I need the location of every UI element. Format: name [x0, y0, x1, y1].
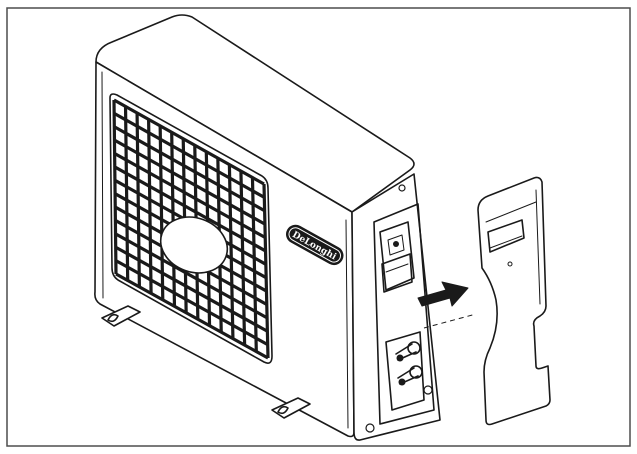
grille-vertical-bar — [158, 125, 165, 300]
mounting-foot-left — [101, 305, 141, 327]
bottom-screw — [365, 423, 375, 433]
grille-horizontal-bar — [114, 232, 268, 320]
diagram-border — [6, 7, 631, 447]
grille-horizontal-bar — [113, 165, 267, 253]
grille-horizontal-bar — [113, 125, 266, 213]
service-cover — [477, 176, 551, 426]
terminal-screw — [393, 241, 399, 247]
grille-vertical-bar — [135, 112, 141, 287]
grille-horizontal-bar — [114, 245, 269, 333]
terminal-box-lower — [381, 253, 413, 293]
cover-handle-inner — [489, 235, 523, 249]
unit-corner-line — [345, 219, 349, 429]
grille-vertical-bar — [227, 164, 235, 339]
grille-vertical-bar — [170, 132, 177, 307]
arrow-right-icon — [417, 281, 477, 329]
grille-horizontal-bar — [115, 259, 269, 347]
cover-inner-edge — [485, 189, 541, 305]
service-panel-recess — [373, 203, 435, 425]
fan-hub — [159, 216, 229, 274]
grille-vertical-bar — [123, 106, 130, 281]
grille-vertical-bar — [262, 183, 270, 359]
service-valve-lower — [397, 365, 423, 386]
mounting-foot-right — [271, 397, 311, 419]
cover-handle — [487, 219, 525, 253]
cable-clamp — [385, 263, 409, 273]
grille-horizontal-bar — [113, 138, 266, 226]
unit-front-edge-line — [101, 71, 104, 299]
cover-outline — [477, 176, 551, 426]
terminal-box — [379, 221, 415, 291]
grille-vertical-bar — [250, 177, 258, 352]
grille-vertical-bar — [239, 171, 247, 346]
grille-vertical-bar — [112, 99, 118, 275]
grille-vertical-bar — [147, 119, 153, 294]
grille-horizontal-bar — [115, 272, 269, 360]
cover-screw-hole — [507, 261, 513, 267]
grille-frame — [109, 93, 273, 364]
grille-horizontal-bar — [113, 98, 265, 186]
terminal-block — [387, 234, 405, 256]
alignment-dashed-line — [423, 313, 477, 329]
grille-horizontal-bar — [113, 152, 267, 239]
top-screw — [398, 184, 406, 192]
valve-screw — [423, 385, 433, 395]
outdoor-unit: DeLonghi — [94, 14, 441, 441]
unit-top-face — [95, 14, 415, 213]
grille-horizontal-bar — [113, 111, 266, 199]
service-valve-upper — [395, 341, 421, 362]
